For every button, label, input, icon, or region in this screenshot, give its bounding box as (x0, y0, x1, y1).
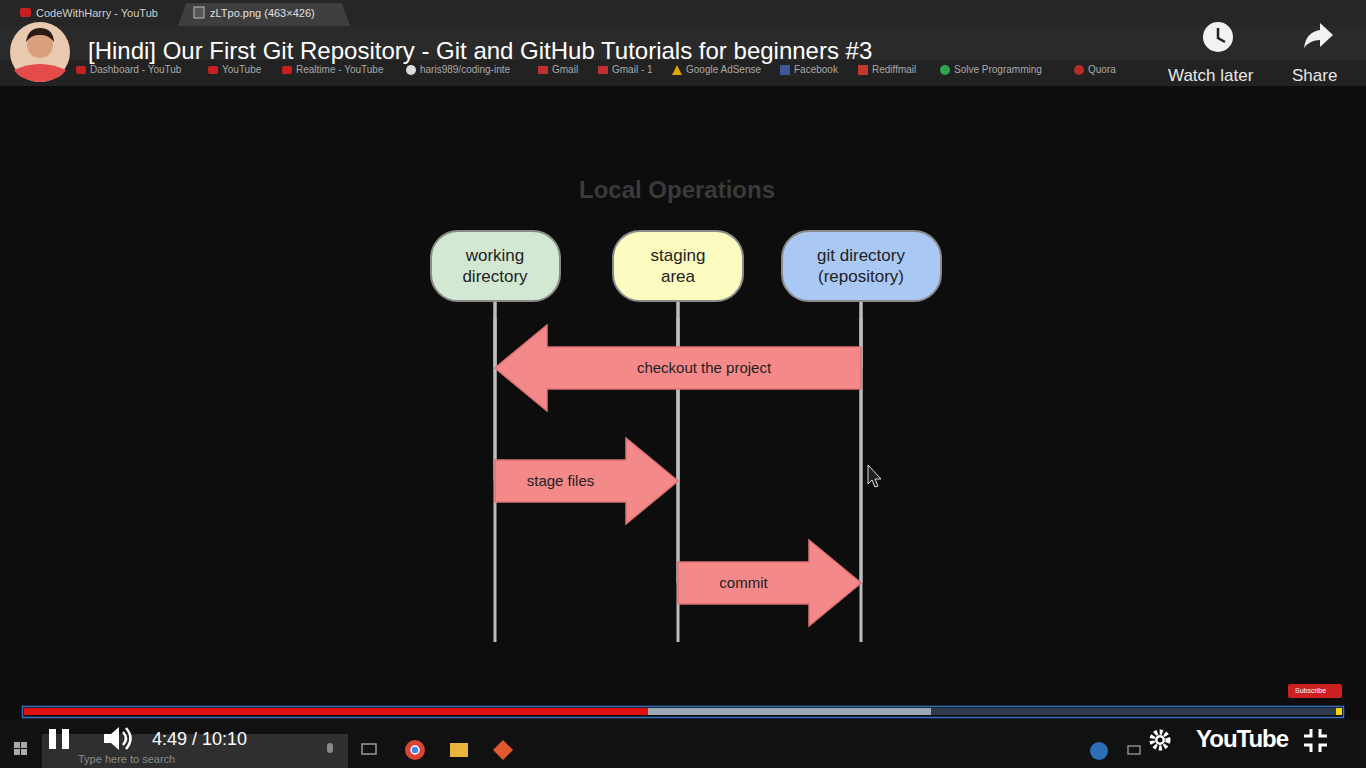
block-arrow (495, 438, 678, 524)
bookmark-icon (672, 65, 682, 75)
logo-pane (21, 742, 27, 748)
chrome-center (411, 746, 419, 754)
connector-arrows (495, 325, 861, 626)
connector-leg (494, 302, 497, 481)
settings-gear (1152, 732, 1168, 748)
box-text: staging area (637, 245, 719, 288)
youtube-logo: YouTube (1196, 725, 1288, 753)
speaker-waves (123, 728, 131, 749)
search-placeholder: Type here to search (78, 753, 175, 766)
bookmark: Quora (1088, 64, 1116, 76)
bookmark-icon (406, 65, 416, 75)
subscribe-badge (1288, 684, 1342, 698)
progress-marker (1336, 708, 1342, 715)
subscribe-text: Subscribe (1295, 687, 1326, 695)
bookmark-icon (598, 66, 608, 74)
stage-box: working directory (430, 230, 561, 302)
avatar-hair (26, 28, 54, 42)
speaker-icon (104, 727, 119, 750)
arrow-label: checkout the project (634, 359, 774, 377)
block-arrow (678, 540, 861, 626)
tab-title: CodeWithHarry - YouTub (36, 7, 158, 20)
mic-icon (327, 743, 333, 753)
watch-later-text: Watch later (1168, 66, 1253, 86)
tab-icon (194, 7, 204, 18)
tab-icon (20, 8, 31, 17)
box-text: working directory (445, 245, 545, 288)
bookmark: Dashboard - YouTub (90, 64, 181, 76)
bookmark-icon (780, 65, 790, 75)
tab-title: zLTpo.png (463×426) (210, 7, 315, 20)
tray-icon (1128, 746, 1140, 754)
title-overlay (0, 26, 1366, 86)
bookmark-icon (1074, 65, 1084, 75)
settings-gear-hole (1158, 738, 1163, 743)
progress-buffered (648, 708, 931, 715)
help-icon (1090, 742, 1108, 760)
share-icon (1304, 23, 1333, 48)
git-icon (493, 740, 513, 760)
bookmark-icon (282, 66, 292, 74)
logo-pane (14, 749, 20, 755)
bookmark-icon (538, 66, 548, 74)
connector-legs (495, 302, 861, 583)
box-text: git directory (repository) (795, 245, 927, 288)
folder-icon (450, 743, 468, 757)
diagram-title: Local Operations (579, 176, 775, 204)
mouse-cursor (868, 465, 881, 487)
block-arrow (495, 325, 861, 411)
share-text: Share (1292, 66, 1337, 86)
avatar-shirt (14, 64, 66, 82)
bookmark: Gmail - 1 (612, 64, 653, 76)
channel-avatar (10, 22, 70, 82)
fullscreen-exit-icon (1304, 729, 1327, 752)
bookmark: YouTube (222, 64, 261, 76)
bookmark: Solve Programming (954, 64, 1042, 76)
arrow-label: commit (716, 574, 770, 592)
video-title: [Hindi] Our First Git Repository - Git a… (88, 37, 872, 65)
progress-played (24, 708, 648, 715)
clock-face (1203, 22, 1233, 52)
progress-frame (23, 707, 1344, 718)
controls-bar (0, 719, 1366, 768)
pause-bar (49, 729, 56, 749)
logo-pane (14, 742, 20, 748)
clock-hands (1218, 28, 1225, 42)
avatar-ground (10, 22, 70, 82)
connector-leg (860, 302, 863, 583)
connector-leg (677, 302, 680, 583)
tab-strip (0, 0, 1366, 26)
bookmark: Facebook (794, 64, 838, 76)
settings-gear-hub (1155, 735, 1165, 745)
chrome-icon (405, 740, 425, 760)
bookmark-icon (858, 65, 868, 75)
active-tab (178, 3, 350, 26)
bookmark: haris989/coding-inte (420, 64, 510, 76)
stage-box: git directory (repository) (781, 230, 942, 302)
stage-box: staging area (612, 230, 744, 302)
pause-bar (62, 729, 69, 749)
logo-pane (21, 749, 27, 755)
bookmark: Realtime - YouTube (296, 64, 383, 76)
bookmark: Gmail (552, 64, 578, 76)
task-view-icon (362, 744, 376, 754)
bookmark-icons (76, 65, 1084, 75)
progress-rest (931, 708, 1336, 715)
bookmark-icon (940, 65, 950, 75)
bookmark: Rediffmail (872, 64, 916, 76)
arrow-label: stage files (524, 472, 598, 490)
windows-logo (14, 742, 27, 755)
bookmark: Google AdSense (686, 64, 761, 76)
watch-later-icon (1203, 22, 1233, 52)
bookmark-icon (76, 66, 86, 74)
time-display: 4:49 / 10:10 (152, 729, 247, 750)
bookmark-icon (208, 66, 218, 74)
